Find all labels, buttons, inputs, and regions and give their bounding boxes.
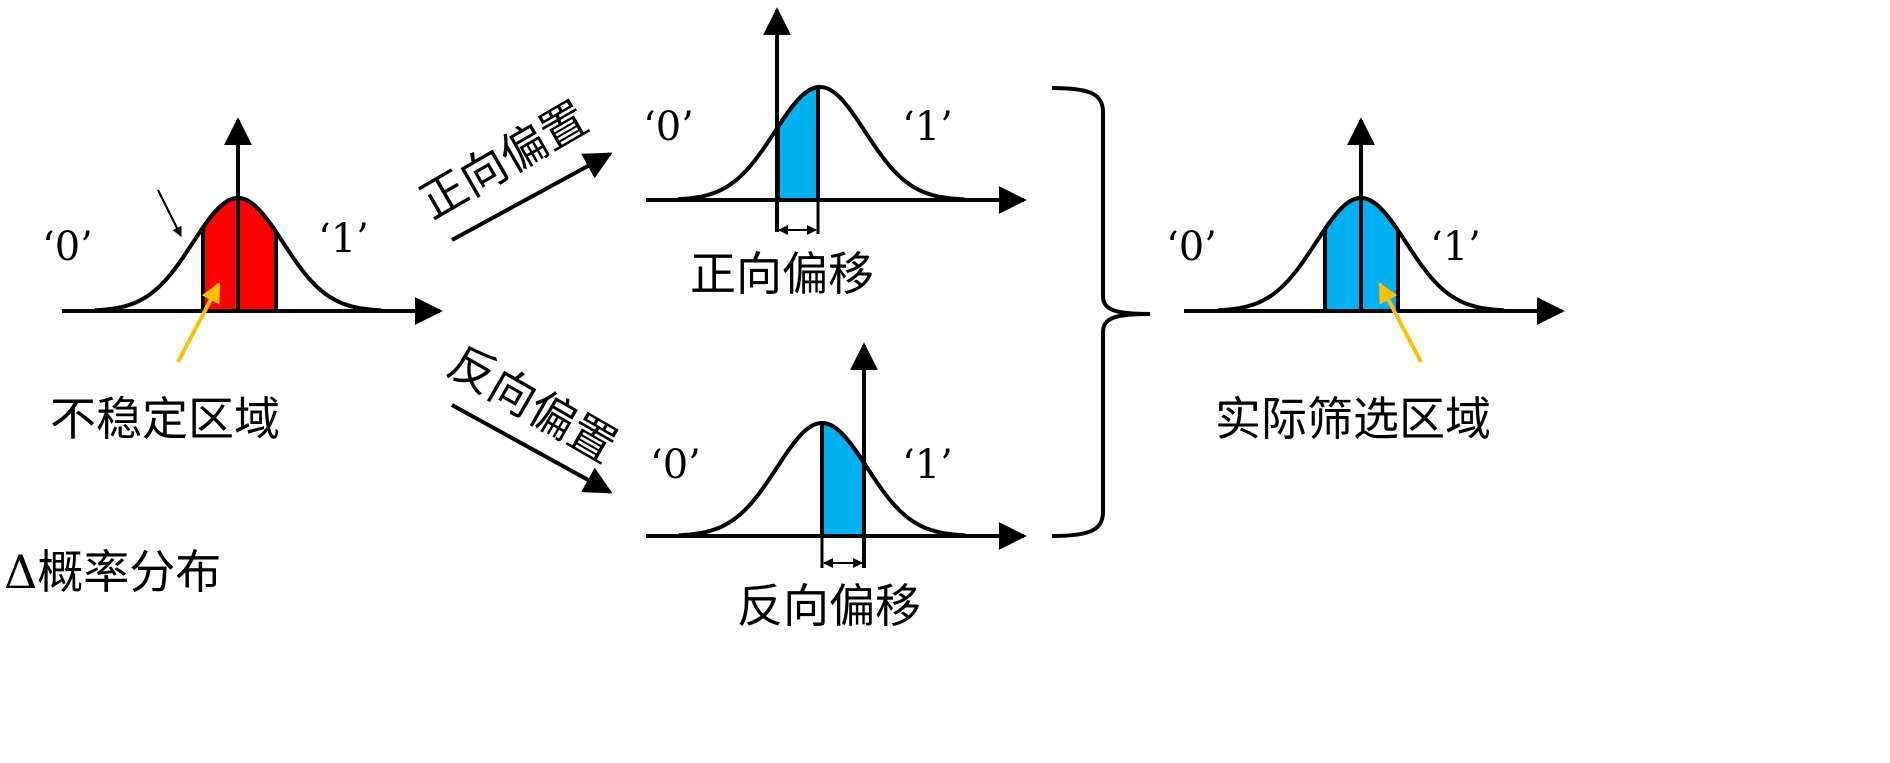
- reverse-bias-label: 反向偏置: [440, 335, 626, 474]
- bottom-panel: ‘0’ ‘1’ 反向偏移: [646, 342, 1027, 633]
- top-panel: ‘0’ ‘1’ 正向偏移: [643, 7, 1027, 301]
- reverse-shift-caption: 反向偏移: [737, 579, 921, 633]
- bottom-label-zero: ‘0’: [650, 442, 701, 488]
- left-panel: ‘0’ ‘1’ 不稳定区域: [42, 117, 443, 446]
- bottom-distribution-curve: [678, 421, 966, 538]
- bottom-label-one: ‘1’: [902, 442, 953, 488]
- forward-bias-arrow: [451, 152, 613, 242]
- unstable-region-pointer: [176, 282, 221, 363]
- top-label-zero: ‘0’: [643, 104, 694, 150]
- forward-bias-label: 正向偏置: [411, 91, 597, 230]
- curve-pointer-arrow: [157, 189, 182, 237]
- diagram-stage: ‘0’ ‘1’ 不稳定区域 正向偏置 反向偏置 ‘0’ ‘1’ 正向偏移 ‘0’…: [4, 7, 1565, 633]
- right-label-zero: ‘0’: [1166, 224, 1217, 270]
- probability-distribution-caption: Δ概率分布: [4, 545, 221, 599]
- forward-shift-caption: 正向偏移: [690, 247, 874, 301]
- forward-shift-region-fill: [776, 84, 820, 202]
- merge-brace: [1051, 86, 1151, 538]
- actual-region-pointer: [1378, 282, 1423, 363]
- actual-region-caption: 实际筛选区域: [1215, 392, 1491, 446]
- left-label-one: ‘1’: [318, 216, 369, 262]
- right-panel: ‘0’ ‘1’ 实际筛选区域: [1166, 117, 1565, 446]
- left-label-zero: ‘0’: [42, 224, 93, 270]
- top-label-one: ‘1’: [902, 104, 953, 150]
- probability-distribution-diagram: ‘0’ ‘1’ 不稳定区域 正向偏置 反向偏置 ‘0’ ‘1’ 正向偏移 ‘0’…: [4, 7, 1565, 633]
- reverse-bias-arrow: [451, 403, 613, 494]
- top-distribution-curve: [677, 84, 965, 202]
- reverse-shift-region-fill: [820, 421, 866, 538]
- unstable-region-caption: 不稳定区域: [50, 392, 280, 446]
- right-label-one: ‘1’: [1430, 224, 1481, 270]
- bias-arrows: 正向偏置 反向偏置: [411, 91, 626, 494]
